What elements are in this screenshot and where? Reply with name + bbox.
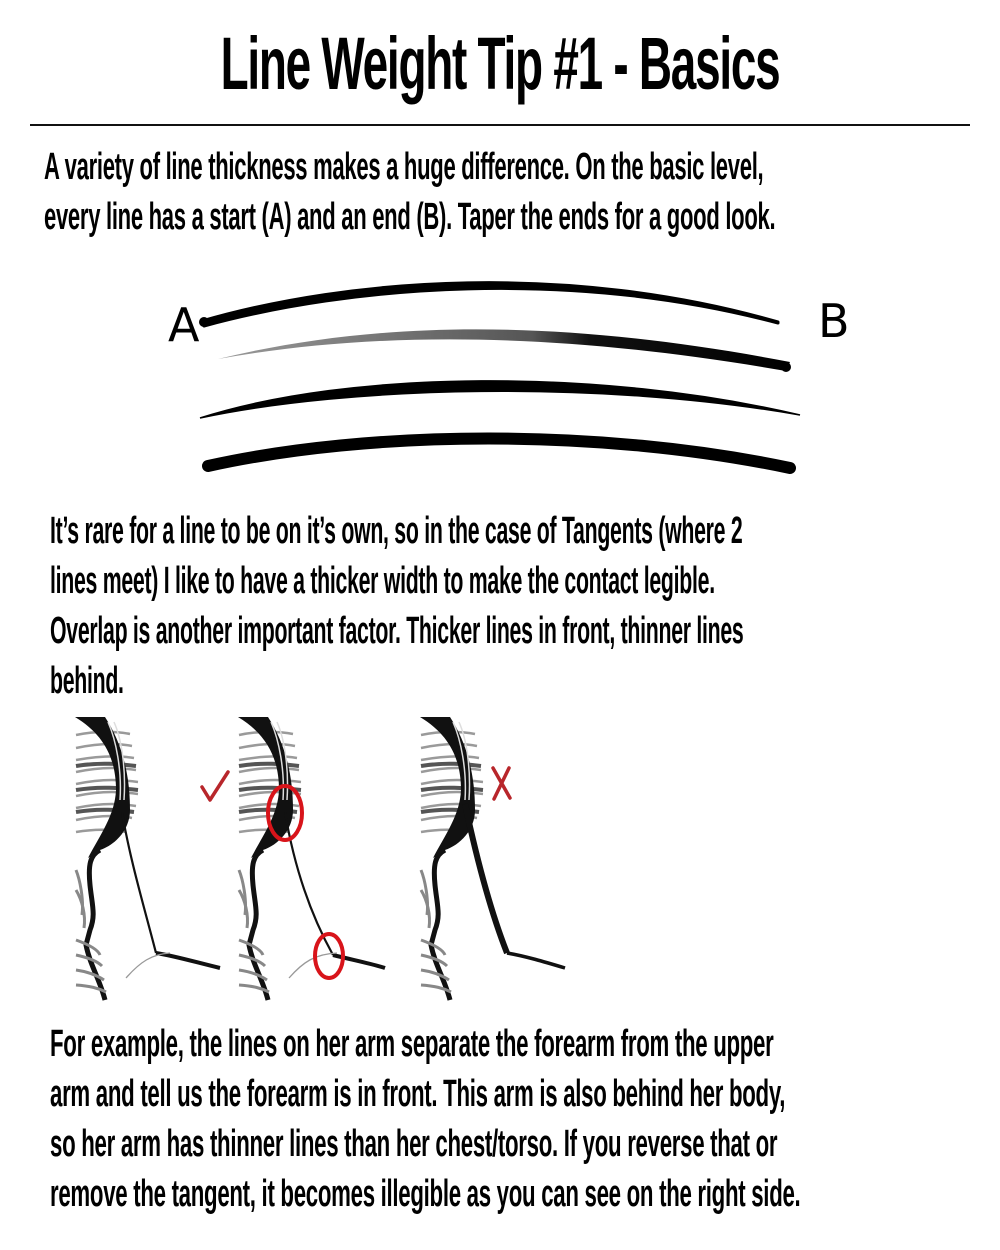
panel-correct — [75, 717, 230, 1000]
example-paragraph: For example, the lines on her arm separa… — [50, 1019, 801, 1219]
example-line: For example, the lines on her arm separa… — [50, 1023, 774, 1065]
tangents-line: Overlap is another important factor. Thi… — [50, 610, 744, 652]
title-divider — [30, 124, 970, 126]
x-icon — [491, 766, 512, 801]
example-line: arm and tell us the forearm is in front.… — [50, 1073, 786, 1115]
intro-paragraph: A variety of line thickness makes a huge… — [44, 142, 776, 242]
illustration-panels — [60, 700, 950, 1010]
tangents-paragraph: It’s rare for a line to be on it’s own, … — [50, 506, 744, 706]
tangents-line: It’s rare for a line to be on it’s own, … — [50, 510, 743, 552]
intro-line: A variety of line thickness makes a huge… — [44, 146, 764, 188]
tangents-line: behind. — [50, 660, 124, 702]
page-title: Line Weight Tip #1 - Basics — [220, 22, 781, 105]
stroke-examples — [199, 281, 801, 474]
tangents-line: lines meet) I like to have a thicker wid… — [50, 560, 715, 602]
example-line: remove the tangent, it becomes illegible… — [50, 1173, 801, 1215]
tangent-highlight-circle — [313, 932, 345, 980]
stroke-demo: A B — [150, 260, 870, 490]
tangent-highlight-circle — [266, 784, 304, 842]
start-label-a: A — [168, 298, 200, 352]
panel-highlighted — [238, 717, 386, 1000]
intro-line: every line has a start (A) and an end (B… — [44, 196, 776, 238]
check-icon — [200, 770, 230, 802]
panel-incorrect — [420, 717, 566, 1000]
end-label-b: B — [818, 294, 850, 348]
example-line: so her arm has thinner lines than her ch… — [50, 1123, 778, 1165]
